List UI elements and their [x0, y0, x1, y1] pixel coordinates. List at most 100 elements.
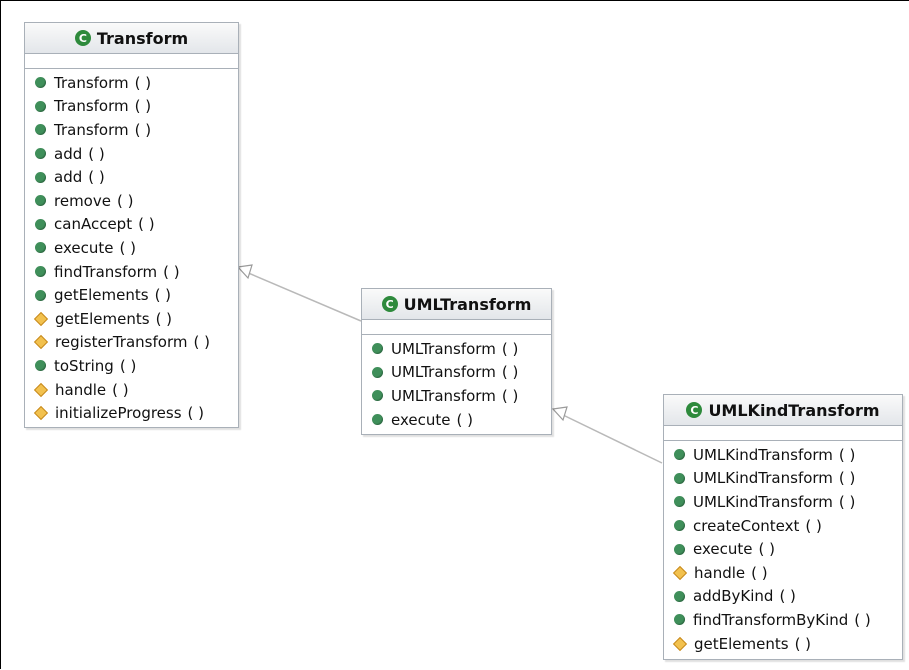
operation-params: ( ): [88, 144, 105, 163]
operation-item[interactable]: Transform ( ): [25, 118, 238, 142]
generalization-edge-umlkindtransform-to-umltransform[interactable]: [560, 413, 663, 464]
public-visibility-icon: [35, 289, 46, 301]
operation-item[interactable]: registerTransform( ): [25, 331, 238, 355]
public-visibility-icon: [35, 171, 46, 183]
operation-item[interactable]: remove( ): [25, 189, 238, 213]
public-visibility-icon: [372, 343, 383, 355]
operation-name: execute: [54, 238, 114, 257]
operation-item[interactable]: execute ( ): [25, 236, 238, 260]
operation-params: ( ): [155, 309, 173, 328]
operation-item[interactable]: Transform( ): [25, 71, 238, 95]
operation-item[interactable]: execute( ): [362, 408, 551, 432]
class-umltransform[interactable]: C UMLTransform UMLTransform ( ) UMLTransfo…: [361, 288, 552, 435]
protected-visibility-icon: [33, 406, 49, 421]
operation-name: findTransformByKind: [693, 610, 849, 629]
operation-item[interactable]: handle( ): [664, 561, 902, 585]
class-name: Transform: [96, 28, 189, 48]
operation-params: ( ): [163, 262, 180, 281]
operation-params: ( ): [501, 386, 519, 405]
operation-params: ( ): [193, 333, 210, 352]
operation-params: ( ): [805, 516, 822, 535]
public-visibility-icon: [372, 390, 383, 402]
class-header[interactable]: C UMLTransform: [362, 289, 551, 320]
operation-name: getElements: [54, 286, 149, 305]
operation-params: ( ): [134, 120, 152, 139]
public-visibility-icon: [35, 266, 46, 278]
class-icon: C: [74, 30, 91, 46]
operation-compartment: Transform( )Transform( )Transform( )add(…: [25, 69, 238, 425]
public-visibility-icon: [674, 520, 685, 532]
operation-params: ( ): [119, 356, 137, 375]
operation-name: Transform: [54, 73, 129, 92]
generalization-edge-umltransform-to-transform[interactable]: [245, 271, 362, 322]
operation-params: ( ): [779, 587, 796, 606]
class-transform[interactable]: C Transform Transform ( ) Transform ( ) Tran…: [24, 22, 239, 428]
operation-item[interactable]: addByKind ( ): [664, 585, 902, 609]
operation-params: ( ): [501, 339, 519, 358]
class-umlkindtransform[interactable]: C UMLKindTransform UMLKindTransform( )UM…: [663, 394, 903, 660]
operation-item[interactable]: toString( ): [25, 354, 238, 378]
operation-params: ( ): [751, 563, 768, 582]
operation-params: ( ): [112, 380, 129, 399]
operation-item[interactable]: getElements ( ): [25, 307, 238, 331]
protected-visibility-icon: [33, 382, 49, 397]
operation-item[interactable]: add ( ): [25, 142, 238, 166]
public-visibility-icon: [674, 449, 685, 461]
class-name: UMLTransform: [403, 294, 532, 314]
generalization-arrowhead-transform: [236, 264, 253, 280]
operation-params: ( ): [88, 168, 105, 187]
class-icon: C: [686, 402, 703, 418]
operation-name: UMLTransform: [391, 363, 496, 382]
public-visibility-icon: [35, 100, 46, 112]
operation-params: ( ): [456, 410, 473, 429]
operation-item[interactable]: getElements( ): [25, 283, 238, 307]
operation-item[interactable]: findTransform ( ): [25, 260, 238, 284]
public-visibility-icon: [674, 496, 685, 508]
protected-visibility-icon: [672, 636, 688, 651]
operation-params: ( ): [138, 215, 155, 234]
operation-params: ( ): [116, 191, 134, 210]
protected-visibility-icon: [33, 311, 49, 326]
operation-item[interactable]: UMLTransform( ): [362, 337, 551, 361]
operation-compartment: UMLKindTransform( )UMLKindTransform( )UM…: [664, 441, 902, 655]
operation-item[interactable]: Transform( ): [25, 95, 238, 119]
operation-name: add: [54, 144, 83, 163]
operation-name: UMLKindTransform: [693, 492, 833, 511]
operation-item[interactable]: createContext( ): [664, 514, 902, 538]
class-header[interactable]: C Transform: [25, 23, 238, 54]
operation-name: initializeProgress: [55, 404, 182, 423]
protected-visibility-icon: [672, 565, 688, 580]
operation-name: getElements: [694, 634, 789, 653]
operation-name: Transform: [54, 120, 129, 139]
operation-item[interactable]: add ( ): [25, 165, 238, 189]
operation-params: ( ): [854, 610, 871, 629]
attribute-compartment: [25, 54, 238, 69]
operation-name: addByKind: [693, 587, 774, 606]
public-visibility-icon: [674, 614, 685, 626]
operation-item[interactable]: handle ( ): [25, 378, 238, 402]
public-visibility-icon: [674, 472, 685, 484]
operation-params: ( ): [119, 238, 136, 257]
protected-visibility-icon: [33, 335, 49, 350]
operation-item[interactable]: execute( ): [664, 537, 902, 561]
operation-name: getElements: [55, 309, 150, 328]
operation-params: ( ): [758, 540, 775, 559]
operation-name: add: [54, 168, 83, 187]
public-visibility-icon: [674, 590, 685, 602]
operation-name: findTransform: [54, 262, 158, 281]
operation-item[interactable]: UMLTransform ( ): [362, 384, 551, 408]
operation-item[interactable]: UMLKindTransform( ): [664, 490, 902, 514]
operation-item[interactable]: findTransformByKind ( ): [664, 608, 902, 632]
operation-item[interactable]: canAccept( ): [25, 213, 238, 237]
operation-item[interactable]: UMLTransform( ): [362, 361, 551, 385]
operation-item[interactable]: getElements ( ): [664, 632, 902, 656]
class-header[interactable]: C UMLKindTransform: [664, 395, 902, 426]
operation-name: handle: [55, 380, 107, 399]
operation-item[interactable]: UMLKindTransform( ): [664, 467, 902, 491]
operation-params: ( ): [794, 634, 812, 653]
operation-compartment: UMLTransform( )UMLTransform( )UMLTransfo…: [362, 335, 551, 431]
operation-item[interactable]: initializeProgress( ): [25, 401, 238, 425]
operation-name: UMLTransform: [391, 386, 496, 405]
operation-item[interactable]: UMLKindTransform( ): [664, 443, 902, 467]
